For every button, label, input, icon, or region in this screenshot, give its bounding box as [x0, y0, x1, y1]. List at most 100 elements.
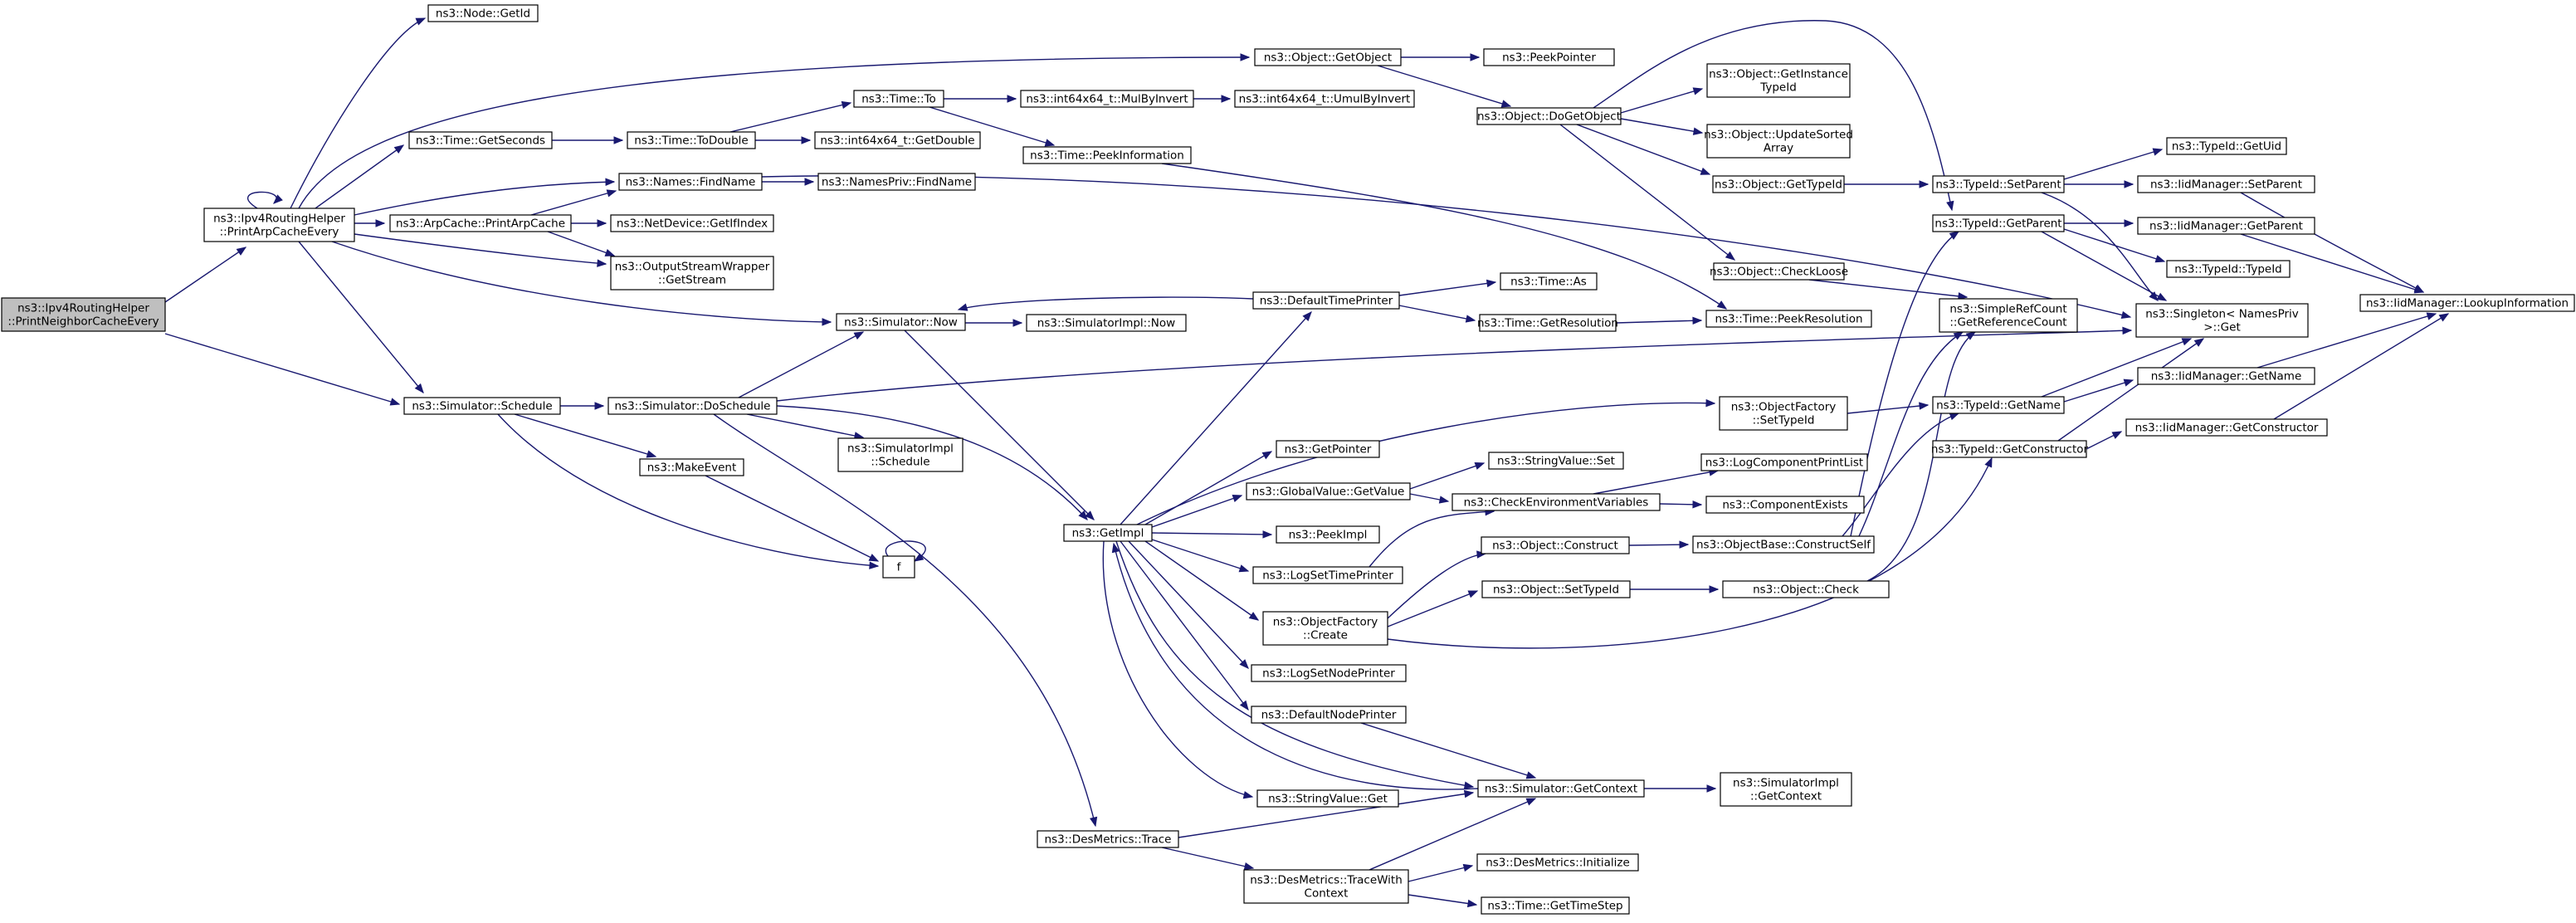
node-sim-impl-get-context[interactable]: ns3::SimulatorImpl::GetContext: [1720, 772, 1852, 807]
node-tid-type-id[interactable]: ns3::TypeId::TypeId: [2166, 260, 2291, 278]
edge-arrowhead: [1044, 139, 1056, 147]
edge-line: [1377, 65, 1511, 107]
node-check-env-vars[interactable]: ns3::CheckEnvironmentVariables: [1451, 493, 1661, 511]
node-log-set-time-printer[interactable]: ns3::LogSetTimePrinter: [1252, 566, 1403, 584]
node-sim-impl-schedule[interactable]: ns3::SimulatorImpl::Schedule: [837, 437, 964, 472]
node-time-peek-res[interactable]: ns3::Time::PeekResolution: [1705, 310, 1872, 328]
node-singleton[interactable]: ns3::Singleton< NamesPriv >::Get: [2135, 303, 2309, 338]
node-obj-get-object[interactable]: ns3::Object::GetObject: [1254, 48, 1402, 66]
node-names-priv-find[interactable]: ns3::NamesPriv::FindName: [817, 173, 976, 191]
node-iid-lookup[interactable]: ns3::IidManager::LookupInformation: [2359, 294, 2575, 312]
node-iid-get-parent[interactable]: ns3::IidManager::GetParent: [2137, 217, 2315, 235]
node-def-time-printer[interactable]: ns3::DefaultTimePrinter: [1252, 291, 1400, 310]
node-str-val-set[interactable]: ns3::StringValue::Set: [1488, 452, 1624, 470]
edge-line: [1151, 495, 1242, 528]
node-peek-impl[interactable]: ns3::PeekImpl: [1276, 525, 1380, 544]
edge-sim-get-context-to-sim-impl-get-context: [1644, 784, 1717, 793]
node-i64-get-double[interactable]: ns3::int64x64_t::GetDouble: [814, 131, 981, 149]
node-des-init[interactable]: ns3::DesMetrics::Initialize: [1476, 853, 1639, 872]
node-tid-get-ctor[interactable]: ns3::TypeId::GetConstructor: [1931, 440, 2089, 458]
node-label: ns3::ObjectFactory: [1273, 616, 1378, 629]
node-obj-get-type-id[interactable]: ns3::Object::GetTypeId: [1712, 175, 1845, 193]
edge-arrowhead: [2124, 219, 2134, 227]
node-i64-mul-by-invert[interactable]: ns3::int64x64_t::MulByInvert: [1020, 90, 1194, 108]
node-obj-fact-create[interactable]: ns3::ObjectFactory::Create: [1262, 611, 1388, 646]
node-time-to[interactable]: ns3::Time::To: [853, 90, 944, 108]
node-box: [1037, 830, 1179, 848]
edge-arrowhead: [1462, 863, 1474, 872]
node-tid-get-parent[interactable]: ns3::TypeId::GetParent: [1932, 214, 2065, 232]
node-gv-get-value[interactable]: ns3::GlobalValue::GetValue: [1246, 482, 1411, 501]
node-root[interactable]: ns3::Ipv4RoutingHelper::PrintNeighborCac…: [1, 297, 166, 332]
node-peek-pointer[interactable]: ns3::PeekPointer: [1483, 48, 1615, 66]
node-def-node-printer[interactable]: ns3::DefaultNodePrinter: [1251, 706, 1407, 724]
node-label: ns3::ComponentExists: [1722, 499, 1847, 512]
node-box: [1234, 90, 1415, 108]
edge-arrowhead: [1725, 251, 1736, 261]
node-time-as[interactable]: ns3::Time::As: [1500, 272, 1598, 291]
node-i64-umul-by-invert[interactable]: ns3::int64x64_t::UmulByInvert: [1234, 90, 1415, 108]
node-str-val-get[interactable]: ns3::StringValue::Get: [1256, 789, 1399, 808]
node-label: ::PrintArpCacheEvery: [220, 226, 339, 239]
node-obj-construct[interactable]: ns3::Object::Construct: [1481, 536, 1630, 554]
node-label: ns3::Simulator::Now: [844, 316, 958, 330]
node-label: Array: [1764, 142, 1793, 155]
node-time-to-double[interactable]: ns3::Time::ToDouble: [627, 131, 756, 149]
node-des-trace[interactable]: ns3::DesMetrics::Trace: [1037, 830, 1179, 848]
node-label: ns3::DefaultTimePrinter: [1260, 295, 1393, 308]
node-iid-get-ctor[interactable]: ns3::IidManager::GetConstructor: [2125, 418, 2328, 437]
node-get-impl[interactable]: ns3::GetImpl: [1063, 524, 1153, 542]
node-obj-do-get-object[interactable]: ns3::Object::DoGetObject: [1476, 107, 1622, 125]
node-print-arp[interactable]: ns3::Ipv4RoutingHelper::PrintArpCacheEve…: [203, 208, 355, 242]
edge-obj-do-get-object-to-obj-get-type-id: [1576, 124, 1711, 175]
node-node-get-id[interactable]: ns3::Node::GetId: [427, 4, 539, 22]
node-obj-set-tid[interactable]: ns3::Object::SetTypeId: [1481, 580, 1631, 598]
node-obj-fact-set-tid[interactable]: ns3::ObjectFactory::SetTypeId: [1719, 396, 1848, 431]
node-iid-set-parent[interactable]: ns3::IidManager::SetParent: [2137, 175, 2315, 193]
edge-f-to-f: [885, 540, 926, 562]
node-sim-now[interactable]: ns3::Simulator::Now: [836, 313, 966, 331]
edge-gv-get-value-to-str-val-set: [1409, 461, 1486, 490]
edge-arrowhead: [605, 178, 616, 186]
node-label: ns3::Simulator::DoSchedule: [615, 400, 771, 413]
node-obj-check-loose[interactable]: ns3::Object::CheckLoose: [1710, 262, 1848, 281]
node-comp-exists[interactable]: ns3::ComponentExists: [1705, 496, 1865, 514]
node-src-get-ref[interactable]: ns3::SimpleRefCount::GetReferenceCount: [1939, 298, 2078, 333]
edge-arrowhead: [1007, 95, 1017, 103]
node-obj-base-ctor-self[interactable]: ns3::ObjectBase::ConstructSelf: [1692, 535, 1875, 554]
node-iid-get-name[interactable]: ns3::IidManager::GetName: [2137, 367, 2315, 385]
node-arp-print[interactable]: ns3::ArpCache::PrintArpCache: [389, 214, 572, 232]
node-box: [1932, 396, 2065, 414]
edge-line: [315, 144, 404, 209]
node-tid-get-name[interactable]: ns3::TypeId::GetName: [1932, 396, 2065, 414]
node-label: ns3::IidManager::GetConstructor: [2135, 422, 2319, 435]
node-f[interactable]: f: [882, 555, 915, 579]
edge-des-trace-with-ctx-to-sim-get-context: [1368, 798, 1537, 871]
node-tid-set-parent[interactable]: ns3::TypeId::SetParent: [1932, 175, 2065, 193]
node-log-set-node-printer[interactable]: ns3::LogSetNodePrinter: [1251, 664, 1407, 682]
node-time-get-seconds[interactable]: ns3::Time::GetSeconds: [408, 131, 553, 149]
node-sim-get-context[interactable]: ns3::Simulator::GetContext: [1477, 779, 1645, 798]
node-make-event[interactable]: ns3::MakeEvent: [639, 458, 744, 476]
node-time-get-res[interactable]: ns3::Time::GetResolution: [1477, 314, 1618, 332]
node-net-dev-if[interactable]: ns3::NetDevice::GetIfIndex: [610, 214, 774, 232]
node-obj-check[interactable]: ns3::Object::Check: [1722, 580, 1890, 598]
node-get-pointer[interactable]: ns3::GetPointer: [1276, 440, 1380, 458]
node-box: [817, 173, 976, 191]
node-sim-do-schedule[interactable]: ns3::Simulator::DoSchedule: [607, 397, 778, 415]
node-box: [1, 297, 166, 332]
node-box: [1719, 396, 1848, 431]
node-time-get-step[interactable]: ns3::Time::GetTimeStep: [1481, 896, 1630, 915]
node-log-comp-print-list[interactable]: ns3::LogComponentPrintList: [1700, 453, 1868, 471]
node-box: [2137, 217, 2315, 235]
node-out-stream[interactable]: ns3::OutputStreamWrapper::GetStream: [610, 256, 774, 291]
node-box: [2166, 260, 2291, 278]
node-tid-get-uid[interactable]: ns3::TypeId::GetUid: [2166, 137, 2287, 155]
node-time-peek-info[interactable]: ns3::Time::PeekInformation: [1022, 146, 1192, 164]
node-sim-schedule[interactable]: ns3::Simulator::Schedule: [403, 397, 561, 415]
node-names-find-name[interactable]: ns3::Names::FindName: [618, 173, 763, 191]
node-sim-impl-now[interactable]: ns3::SimulatorImpl::Now: [1026, 314, 1187, 332]
